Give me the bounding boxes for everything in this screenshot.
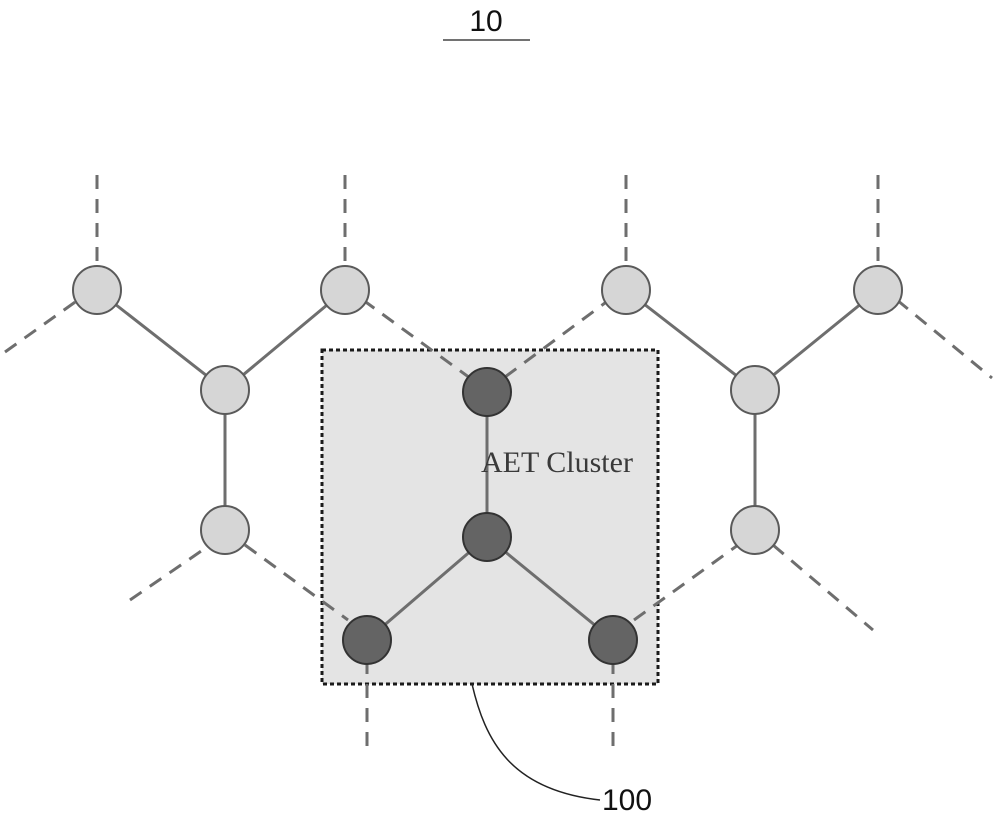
cluster-node <box>588 615 638 665</box>
cluster-node <box>462 367 512 417</box>
light-node <box>730 365 780 415</box>
solid-edge <box>754 288 879 392</box>
light-node <box>730 505 780 555</box>
light-node <box>320 265 370 315</box>
figure-reference-label: 10 <box>469 5 502 38</box>
cluster-node <box>462 512 512 562</box>
solid-edge <box>486 535 614 642</box>
solid-edge <box>625 288 756 392</box>
dashed-edge <box>244 543 349 622</box>
dashed-edge <box>633 543 739 622</box>
solid-edge <box>96 288 226 392</box>
cluster-node <box>342 615 392 665</box>
solid-edge <box>224 288 346 392</box>
dashed-edges <box>4 175 993 752</box>
cluster-leader-line <box>471 683 601 801</box>
light-node <box>72 265 122 315</box>
solid-edge <box>366 535 488 642</box>
light-nodes <box>72 265 903 555</box>
dashed-edge <box>772 543 874 632</box>
dashed-edge <box>129 543 211 602</box>
cluster-label: AET Cluster <box>481 446 633 479</box>
cluster-nodes <box>342 367 638 665</box>
dashed-edge <box>504 298 610 379</box>
dashed-edge <box>4 298 79 354</box>
light-node <box>200 505 250 555</box>
cluster-reference-label: 100 <box>602 784 652 817</box>
light-node <box>200 365 250 415</box>
light-node <box>601 265 651 315</box>
dashed-edge <box>896 298 993 380</box>
light-node <box>853 265 903 315</box>
